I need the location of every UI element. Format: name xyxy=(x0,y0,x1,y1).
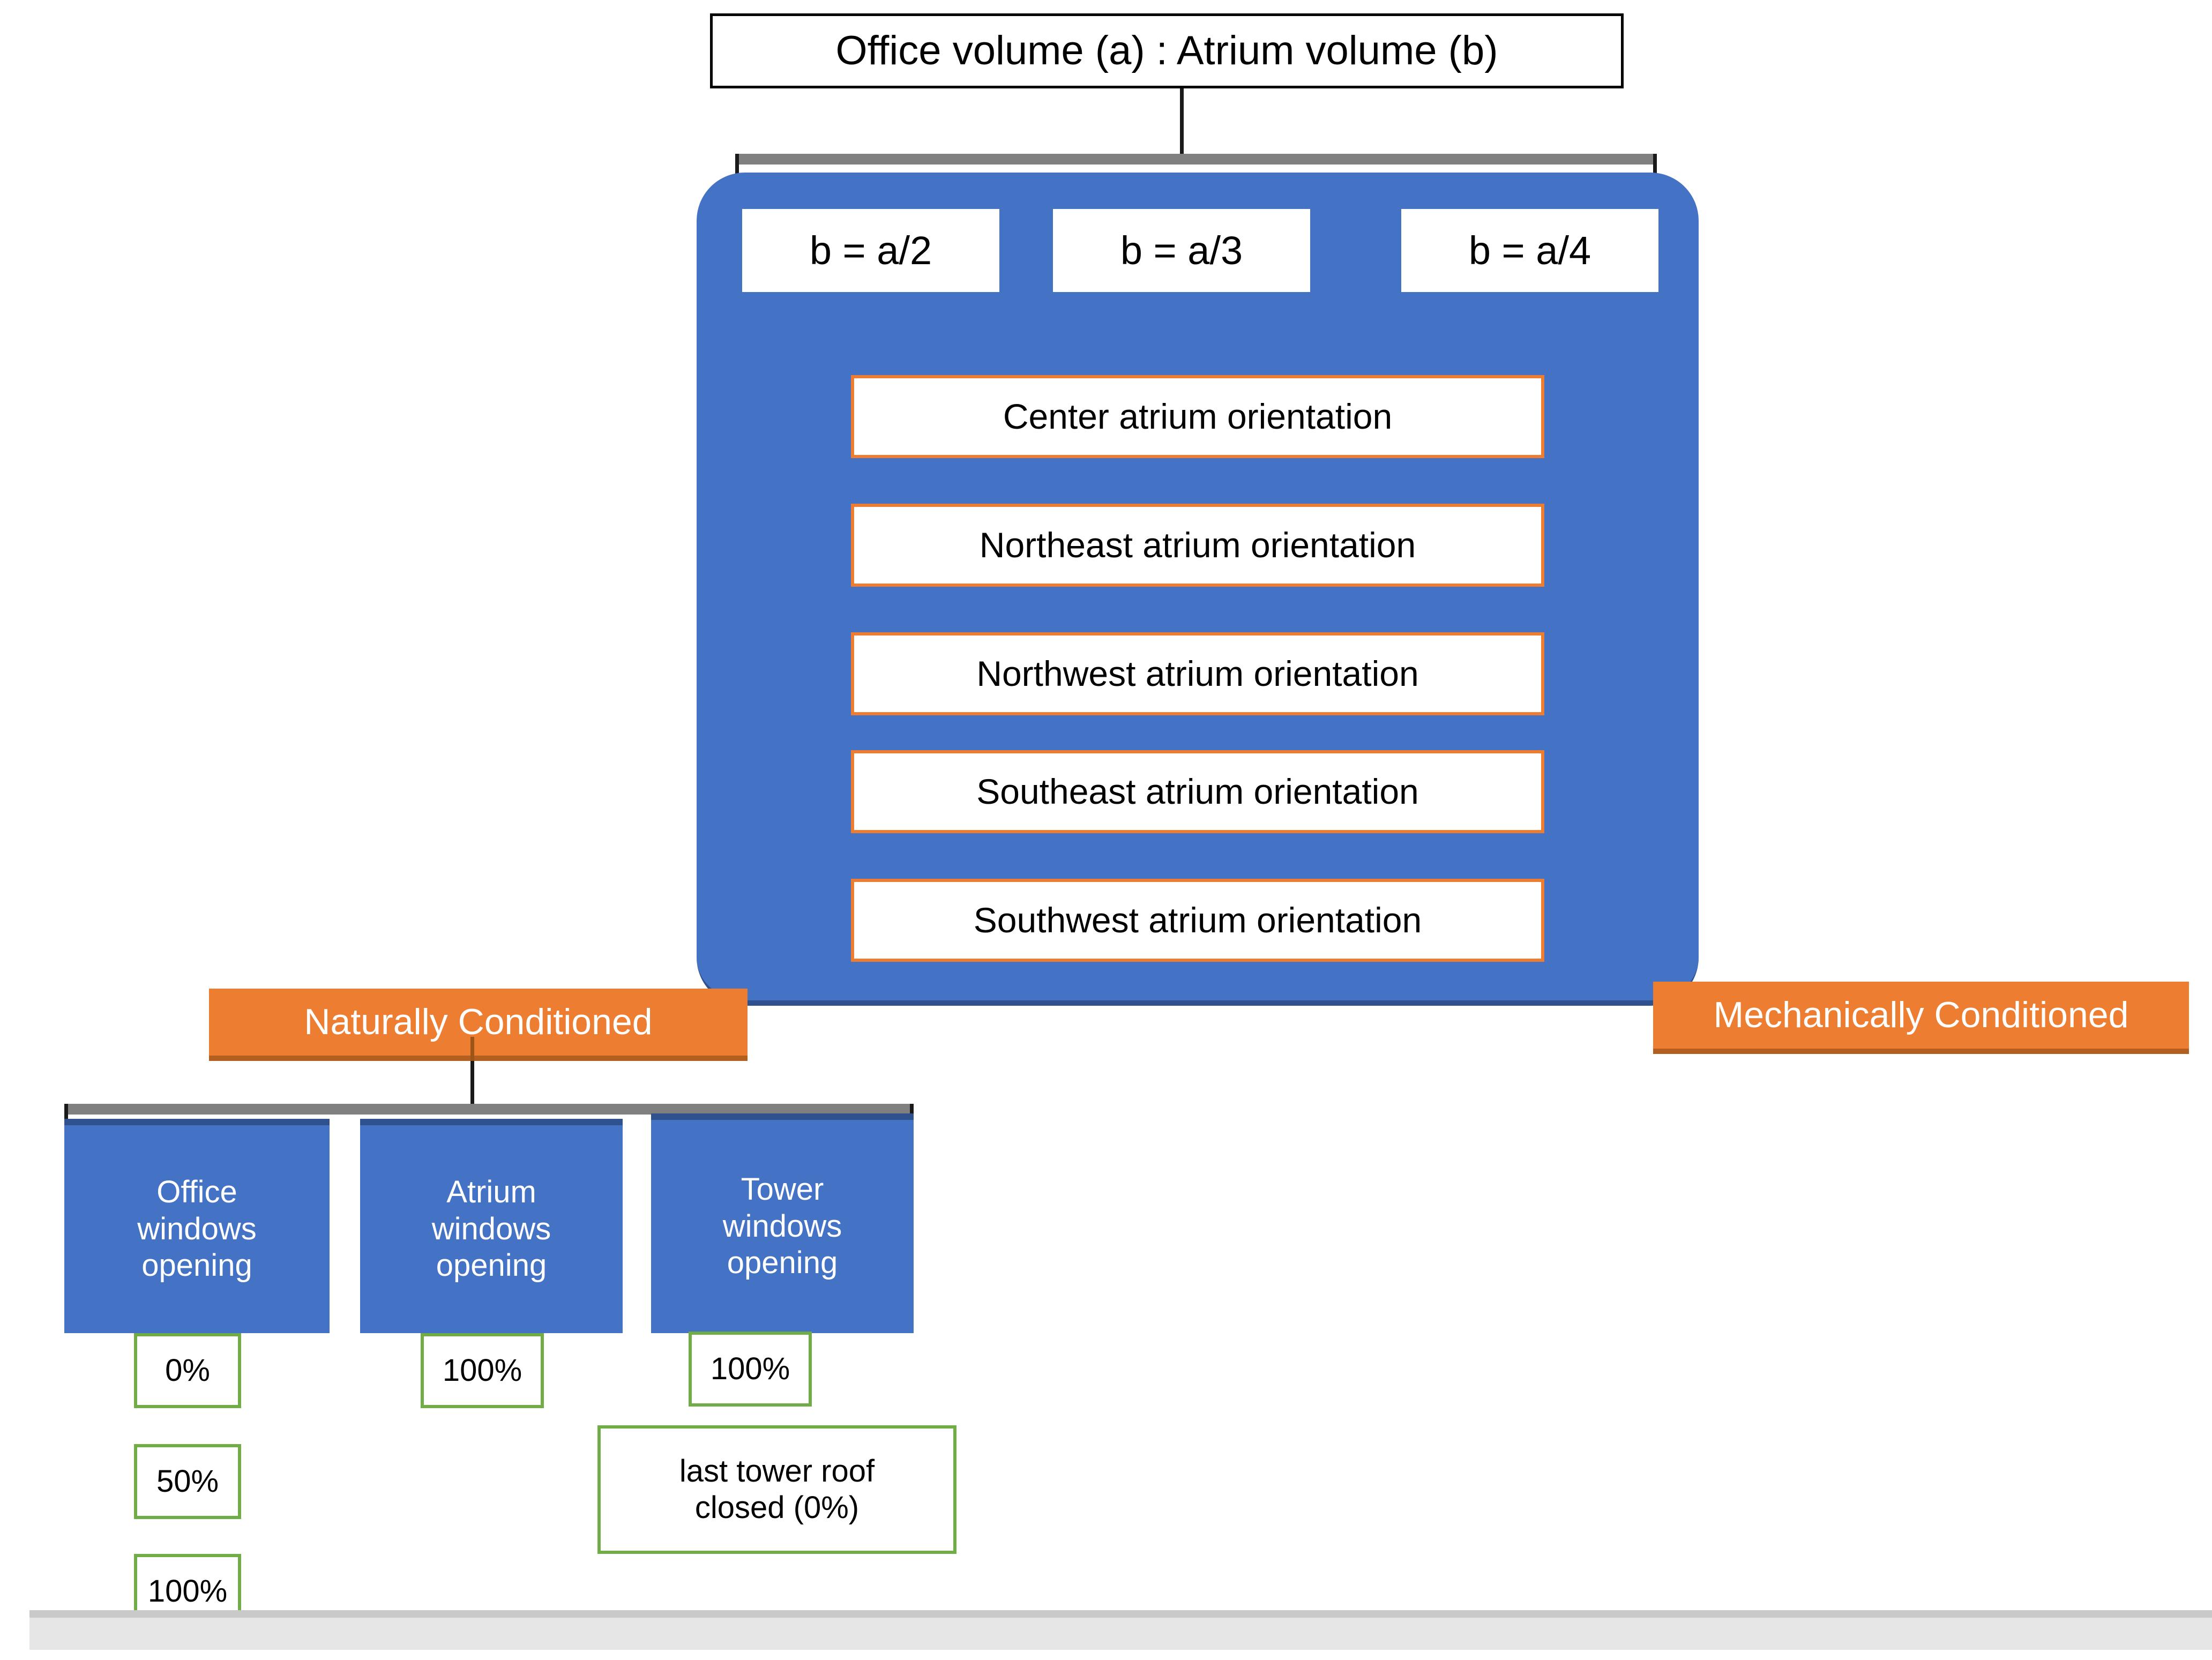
value-box-tower-note-line2: closed (0%) xyxy=(694,1490,860,1525)
window-group-tower-line2: windows xyxy=(722,1208,842,1244)
footer-band xyxy=(29,1618,2212,1650)
window-group-tower-line3: opening xyxy=(727,1245,838,1281)
value-box-atrium-0: 100% xyxy=(421,1333,544,1408)
connector-brace-bar-top xyxy=(735,154,1657,164)
window-group-atrium-line3: opening xyxy=(436,1248,547,1283)
window-group-tower-line1: Tower xyxy=(741,1172,824,1207)
title-box: Office volume (a) : Atrium volume (b) xyxy=(710,13,1624,88)
orientation-box-southeast: Southeast atrium orientation xyxy=(851,750,1544,833)
window-group-atrium: Atrium windows opening xyxy=(360,1119,623,1333)
ratio-box-3: b = a/4 xyxy=(1401,209,1658,292)
orientation-box-northwest: Northwest atrium orientation xyxy=(851,632,1544,715)
connector-title-to-brace xyxy=(1180,88,1184,154)
window-group-tower: Tower windows opening xyxy=(651,1113,914,1333)
window-group-atrium-line1: Atrium xyxy=(446,1175,536,1210)
value-box-tower-note-line1: last tower roof xyxy=(679,1453,875,1489)
connector-natural-stub xyxy=(470,1037,474,1061)
ratio-box-2: b = a/3 xyxy=(1053,209,1310,292)
ratio-box-1: b = a/2 xyxy=(742,209,999,292)
label-naturally-conditioned: Naturally Conditioned xyxy=(209,989,748,1061)
orientation-box-southwest: Southwest atrium orientation xyxy=(851,879,1544,962)
blue-scenario-panel xyxy=(697,173,1699,1006)
label-mechanically-conditioned: Mechanically Conditioned xyxy=(1653,982,2189,1054)
connector-natural-to-brace xyxy=(470,1061,474,1109)
window-group-office-line3: opening xyxy=(141,1248,252,1283)
value-box-office-1: 50% xyxy=(134,1444,241,1519)
window-group-office: Office windows opening xyxy=(64,1119,330,1333)
value-box-tower-note: last tower roof closed (0%) xyxy=(597,1425,956,1554)
orientation-box-northeast: Northeast atrium orientation xyxy=(851,504,1544,587)
window-group-office-line1: Office xyxy=(156,1175,237,1210)
window-group-office-line2: windows xyxy=(137,1211,257,1246)
window-group-atrium-line2: windows xyxy=(431,1211,551,1246)
value-box-tower-0: 100% xyxy=(689,1332,812,1407)
orientation-box-center: Center atrium orientation xyxy=(851,375,1544,458)
connector-brace-bar-windows xyxy=(64,1104,914,1115)
value-box-office-0: 0% xyxy=(134,1333,241,1408)
footer-divider xyxy=(29,1610,2212,1618)
